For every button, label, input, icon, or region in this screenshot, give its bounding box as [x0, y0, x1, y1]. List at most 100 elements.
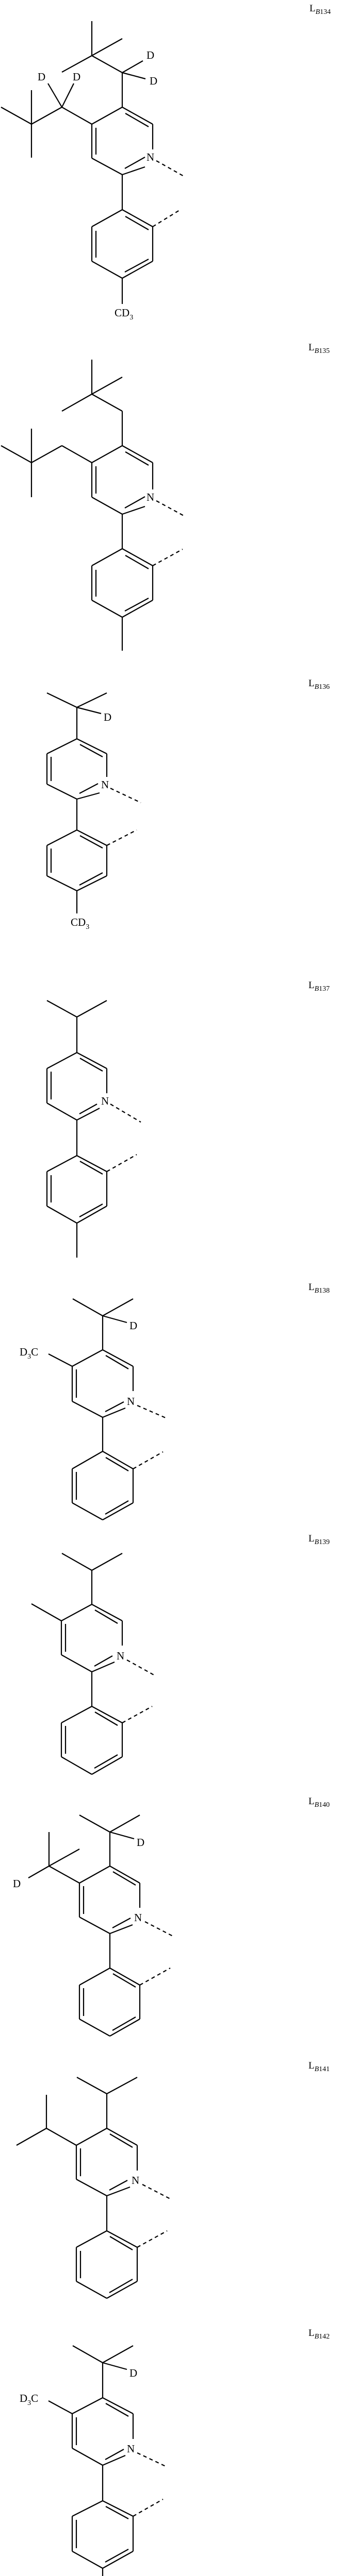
- bond: [105, 2449, 124, 2460]
- coordination-bond: [137, 2231, 167, 2247]
- bond: [107, 2231, 137, 2247]
- atom-label: N: [134, 1911, 142, 1924]
- bond: [62, 83, 74, 107]
- bond: [92, 1706, 122, 1723]
- bond: [61, 1706, 92, 1723]
- bond: [92, 377, 122, 394]
- coordination-bond: [145, 1922, 173, 1936]
- atom-label: D: [13, 1877, 21, 1890]
- atom-label: N: [101, 778, 109, 791]
- coordination-bond: [156, 501, 185, 516]
- atom-label: CD3: [115, 307, 133, 321]
- structure-label: LB142: [308, 2328, 330, 2339]
- bond: [62, 394, 92, 411]
- coordination-bond: [137, 2453, 166, 2466]
- bond: [122, 261, 153, 278]
- structure-label: LB136: [308, 678, 330, 689]
- bond: [92, 549, 122, 566]
- bond: [103, 1350, 133, 1366]
- bond: [110, 1866, 140, 1883]
- label-subscript-number: 137: [319, 985, 330, 993]
- bond: [92, 1757, 122, 1774]
- label-subscript-letter: B: [315, 347, 319, 355]
- bond: [110, 2019, 140, 2036]
- bond: [79, 1866, 110, 1883]
- coordination-bond: [137, 1405, 166, 1418]
- label-subscript-number: 142: [319, 2333, 330, 2341]
- bond: [92, 1662, 115, 1672]
- bond: [47, 1053, 77, 1069]
- label-prefix: L: [308, 1533, 315, 1544]
- atom-label: D3C: [20, 1346, 38, 1361]
- bond: [92, 39, 122, 56]
- bond: [72, 2448, 103, 2465]
- structure-139: N: [31, 1553, 155, 1774]
- structure-136: NDCD3: [47, 693, 141, 931]
- label-subscript-letter: B: [315, 1538, 319, 1546]
- bond: [103, 2398, 133, 2414]
- structure-label: LB138: [308, 1282, 330, 1293]
- bond: [92, 497, 122, 514]
- bond: [92, 446, 122, 463]
- bond: [62, 1553, 92, 1570]
- bond: [73, 1299, 103, 1316]
- bond: [92, 158, 122, 175]
- bond: [31, 107, 62, 124]
- bond: [107, 2281, 137, 2298]
- structure-134: NDDDDCD3: [1, 21, 185, 321]
- coordination-bond: [153, 210, 180, 227]
- bond: [76, 2231, 107, 2247]
- label-subscript-number: 135: [319, 347, 330, 355]
- label-subscript-letter: B: [315, 1801, 319, 1809]
- bond: [77, 693, 107, 707]
- structure-137: N: [47, 1001, 141, 1258]
- atom-label: D: [38, 71, 45, 83]
- atom-label: D: [73, 71, 80, 83]
- label-subscript-letter: B: [315, 683, 319, 691]
- bond: [1, 107, 31, 124]
- bond: [47, 784, 77, 799]
- label-prefix: L: [308, 1796, 315, 1807]
- bond: [49, 1866, 79, 1883]
- bond: [107, 2128, 137, 2145]
- bond: [77, 793, 100, 799]
- label-prefix: L: [308, 678, 315, 689]
- bond: [62, 107, 92, 124]
- atom-label: D: [146, 49, 154, 61]
- bond: [110, 1925, 133, 1934]
- bond: [47, 1206, 77, 1223]
- bond: [122, 446, 153, 463]
- bond: [47, 739, 77, 754]
- atom-label: N: [117, 1650, 124, 1662]
- bond: [103, 2551, 133, 2568]
- atom-label: D3C: [20, 2392, 38, 2407]
- structure-142: NDD3CCD3: [20, 2346, 166, 2576]
- bond: [77, 1108, 100, 1120]
- coordination-bond: [107, 830, 137, 845]
- label-subscript-number: 138: [319, 1287, 330, 1295]
- bond: [92, 394, 122, 411]
- bond: [122, 549, 153, 566]
- bond: [103, 1299, 133, 1316]
- bond: [110, 1968, 140, 1985]
- label-subscript-number: 136: [319, 683, 330, 691]
- bond: [31, 446, 62, 463]
- bond: [103, 2346, 133, 2363]
- bond: [76, 2128, 107, 2145]
- bond: [103, 1451, 133, 1469]
- bond: [76, 2281, 107, 2298]
- bond: [92, 56, 122, 73]
- coordination-bond: [156, 161, 185, 177]
- bond: [79, 1917, 110, 1934]
- bond: [72, 2398, 103, 2414]
- bond: [17, 2128, 46, 2145]
- bond: [79, 2019, 110, 2036]
- bond: [122, 210, 153, 227]
- bond: [122, 61, 143, 73]
- bond: [46, 2128, 76, 2145]
- label-subscript-number: 141: [319, 2065, 330, 2073]
- bond: [92, 1553, 122, 1570]
- bond: [31, 1604, 61, 1621]
- bond: [92, 1604, 122, 1621]
- atom-label: N: [101, 1095, 109, 1107]
